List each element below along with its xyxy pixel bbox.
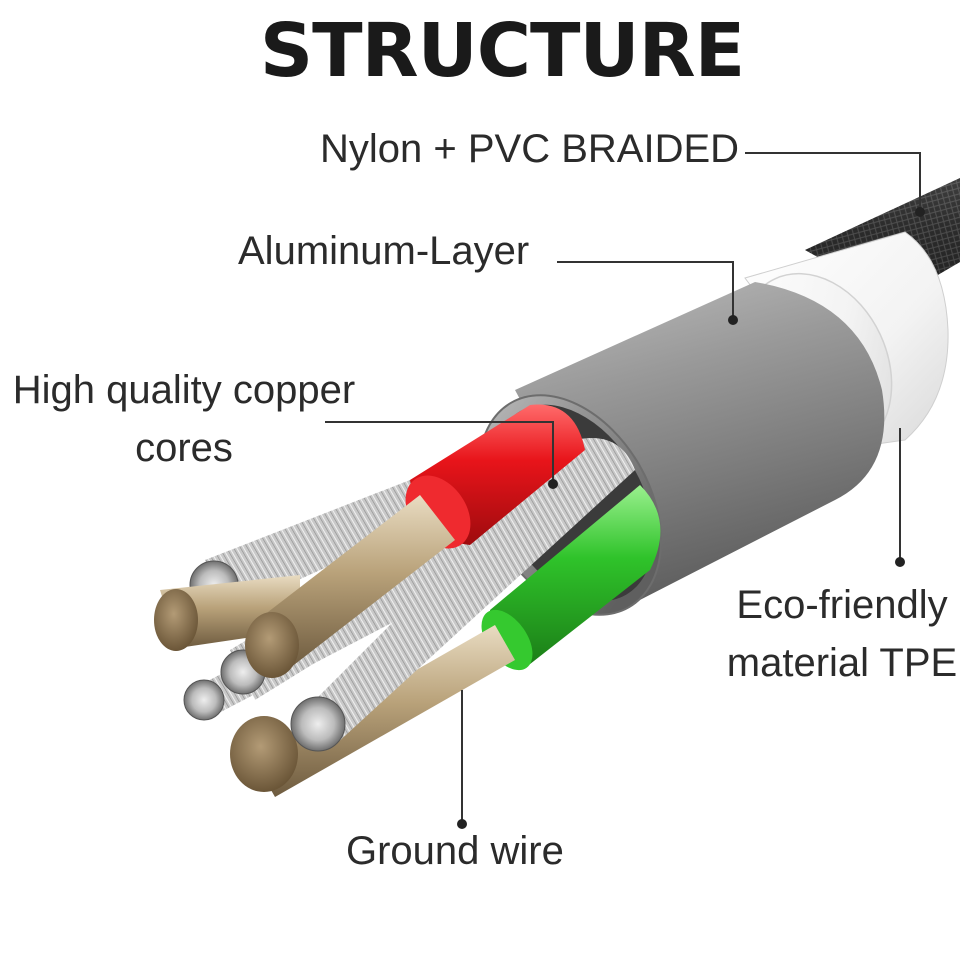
page-title: STRUCTURE [259, 8, 745, 94]
label-ground-wire: Ground wire [346, 829, 564, 873]
leader-copper [325, 421, 554, 484]
label-nylon-braided: Nylon + PVC BRAIDED [320, 127, 740, 171]
label-aluminum-layer: Aluminum-Layer [238, 229, 530, 273]
red-core [245, 404, 585, 678]
leader-dots [457, 207, 925, 829]
green-core [230, 485, 661, 797]
label-eco-tpe: Eco-friendly material TPE [726, 583, 958, 685]
label-copper-cores: High quality copper cores [12, 368, 356, 470]
leader-lines [325, 152, 921, 822]
leader-aluminum [557, 261, 734, 320]
leader-nylon [745, 152, 921, 212]
